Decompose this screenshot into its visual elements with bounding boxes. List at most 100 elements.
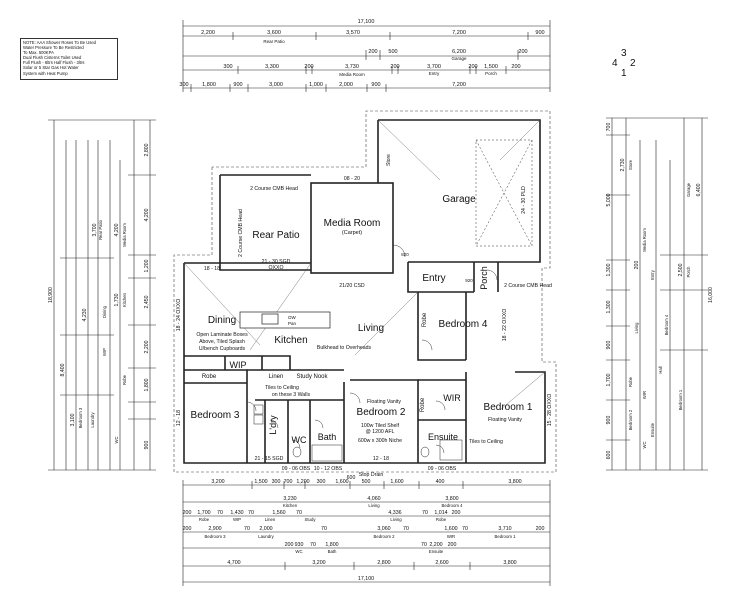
dim-bot-5d: 1,800 xyxy=(325,542,338,548)
dim-top-1c: 3,570 xyxy=(346,30,360,36)
ann-tiled-shelf-2: @ 1200 AFL xyxy=(366,429,395,435)
ann-floating-1: Floating Vanity xyxy=(367,399,401,405)
dim-bot-label-living: Living xyxy=(368,503,380,508)
dim-top-3h: 1,500 xyxy=(484,64,498,70)
dim-bot-4b: 2,900 xyxy=(208,526,221,532)
dim-right-o10: 1,700 xyxy=(606,373,612,386)
dim-right-o8: 1,300 xyxy=(606,300,612,313)
dim-bot-overall: 17,100 xyxy=(358,576,374,582)
ann-cupboards-1: Open Laminate Boxes xyxy=(196,332,248,338)
ann-dim-820: 820 xyxy=(401,252,409,257)
garage-car-bay xyxy=(475,139,533,247)
dim-left-i4: 8,400 xyxy=(60,363,66,376)
dim-bot-3b: 1,700 xyxy=(197,510,210,516)
room-rear-patio: Rear Patio xyxy=(252,230,300,241)
ann-obs-1: 09 - 06 OBS xyxy=(282,466,311,472)
dim-left-o5: 2,200 xyxy=(144,340,150,353)
dim-top-3b: 3,300 xyxy=(265,64,279,70)
dim-bot-3d: 1,430 xyxy=(230,510,243,516)
room-linen: Linen xyxy=(269,374,284,380)
dim-bot-label-bath: Bath xyxy=(328,549,337,554)
dim-top-2b: 500 xyxy=(388,49,397,55)
dim-right-l12: Bedroom 1 xyxy=(678,389,683,410)
note-line: System with Heat Pump xyxy=(23,70,68,76)
ann-cupboards-3: U/bench Cupboards xyxy=(199,346,246,352)
ann-obs-3: 09 - 06 OBS xyxy=(428,466,457,472)
dim-top-1b: 3,600 xyxy=(267,30,281,36)
ann-cupboards-2: Above, Tiled Splash xyxy=(199,339,245,345)
ann-sgd-media: 08 - 20 xyxy=(344,176,360,182)
dim-bot-2b: 4,060 xyxy=(367,496,380,502)
dim-top-4d: 3,000 xyxy=(269,82,283,88)
ann-tiles-walls-1: Tiles to Ceiling xyxy=(265,385,299,391)
dim-right-o5: 1,300 xyxy=(606,263,612,276)
annotations: 2 Course CMB Head 2 Course CMB Head 2 Co… xyxy=(176,176,553,481)
room-media-carpet: (Carpet) xyxy=(342,230,362,236)
ceiling-lines xyxy=(183,119,546,411)
ann-b3-win: 12 - 18 xyxy=(176,410,182,426)
dim-right-o2: 2,730 xyxy=(620,158,626,171)
dim-bot-label-kitchen: Kitchen xyxy=(283,503,298,508)
room-robe: Robe xyxy=(202,374,217,380)
room-wip: WIP xyxy=(230,360,247,370)
dim-bot-label-robe: Robe xyxy=(199,517,210,522)
room-bedroom4: Bedroom 4 xyxy=(439,319,488,330)
dim-bot-3h: 4,336 xyxy=(388,510,401,516)
room-garage: Garage xyxy=(442,194,476,205)
dim-bot-1i: 1,600 xyxy=(390,479,403,485)
dim-top-3g: 200 xyxy=(468,64,477,70)
dim-top-3f: 3,700 xyxy=(427,64,441,70)
dim-bot-1f: 300 xyxy=(317,479,326,485)
dim-bot-label-robe2: Robe xyxy=(436,517,447,522)
dim-top-4g: 900 xyxy=(371,82,380,88)
dim-bot-label-wir: WIR xyxy=(447,534,455,539)
ann-bulkhead: Bulkhead to Overheads xyxy=(317,345,372,351)
dim-right-o12: 600 xyxy=(606,451,612,460)
dim-top-2a: 200 xyxy=(368,49,377,55)
left-dimensions xyxy=(48,119,156,471)
room-bath: Bath xyxy=(318,432,337,442)
dim-bot-4d: 2,000 xyxy=(259,526,272,532)
room-kitchen: Kitchen xyxy=(274,335,307,346)
dim-bot-label-laundry: Laundry xyxy=(258,534,274,539)
dim-top-label-rear-patio: Rear Patio xyxy=(263,39,285,44)
dim-bot-6e: 3,800 xyxy=(503,560,516,566)
room-robe-b4: Robe xyxy=(422,312,428,327)
dim-bot-4a: 200 xyxy=(183,526,192,532)
dim-right-l9: WIR xyxy=(642,391,647,399)
orientation-key: 3 4 2 1 xyxy=(612,48,636,80)
right-dimension-text: 16,000 700 2,730 5,000 6,400 1,300 200 2… xyxy=(606,123,714,460)
dim-top-3i: 200 xyxy=(511,64,520,70)
ann-cmb-head: 2 Course CMB Head xyxy=(250,186,298,192)
dim-bot-label-bed3: Bedroom 3 xyxy=(204,534,226,539)
dim-top-3e: 200 xyxy=(390,64,399,70)
dim-left-l4: Kitchen xyxy=(122,292,127,307)
dim-top-label-porch: Porch xyxy=(485,71,497,76)
dim-left-i1: 4,200 xyxy=(114,223,120,236)
top-dimensions xyxy=(182,20,551,92)
dim-bot-4i: 70 xyxy=(462,526,468,532)
ann-stop-drain: Stop Drain xyxy=(359,472,384,478)
left-dimension-text: 18,900 2,800 4,200 1,200 2,450 2,200 1,8… xyxy=(48,143,150,449)
ann-dim-600: 600 xyxy=(347,475,356,481)
ann-dw: DW xyxy=(288,315,296,320)
note-line: Solar or 5 Star Gas Hot Water xyxy=(23,65,79,71)
room-labels: Rear Patio Media Room (Carpet) Garage En… xyxy=(191,154,533,445)
ann-dim-920: 920 xyxy=(465,278,473,283)
dim-left-l9: Robe xyxy=(122,374,127,385)
dim-right-l5: Porch xyxy=(686,266,691,278)
dim-left-i2: 3,700 xyxy=(92,223,98,236)
dim-left-i6: 1,730 xyxy=(114,293,120,306)
dim-left-l7: Laundry xyxy=(90,412,95,428)
dim-bot-1c: 300 xyxy=(272,479,281,485)
room-wir: WIR xyxy=(443,393,461,403)
dim-right-l3: Media Room xyxy=(642,228,647,252)
dim-top-1a: 2,200 xyxy=(201,30,215,36)
dim-left-i5: 3,100 xyxy=(70,413,76,426)
note-line: Dual Flush Cisterns Toilet Used xyxy=(23,55,82,61)
dim-bot-2c: 3,800 xyxy=(445,496,458,502)
dim-bot-3k: 200 xyxy=(452,510,461,516)
ann-pld: 24 - 30 PLD xyxy=(521,186,527,214)
dim-bot-5b: 930 xyxy=(295,542,304,548)
